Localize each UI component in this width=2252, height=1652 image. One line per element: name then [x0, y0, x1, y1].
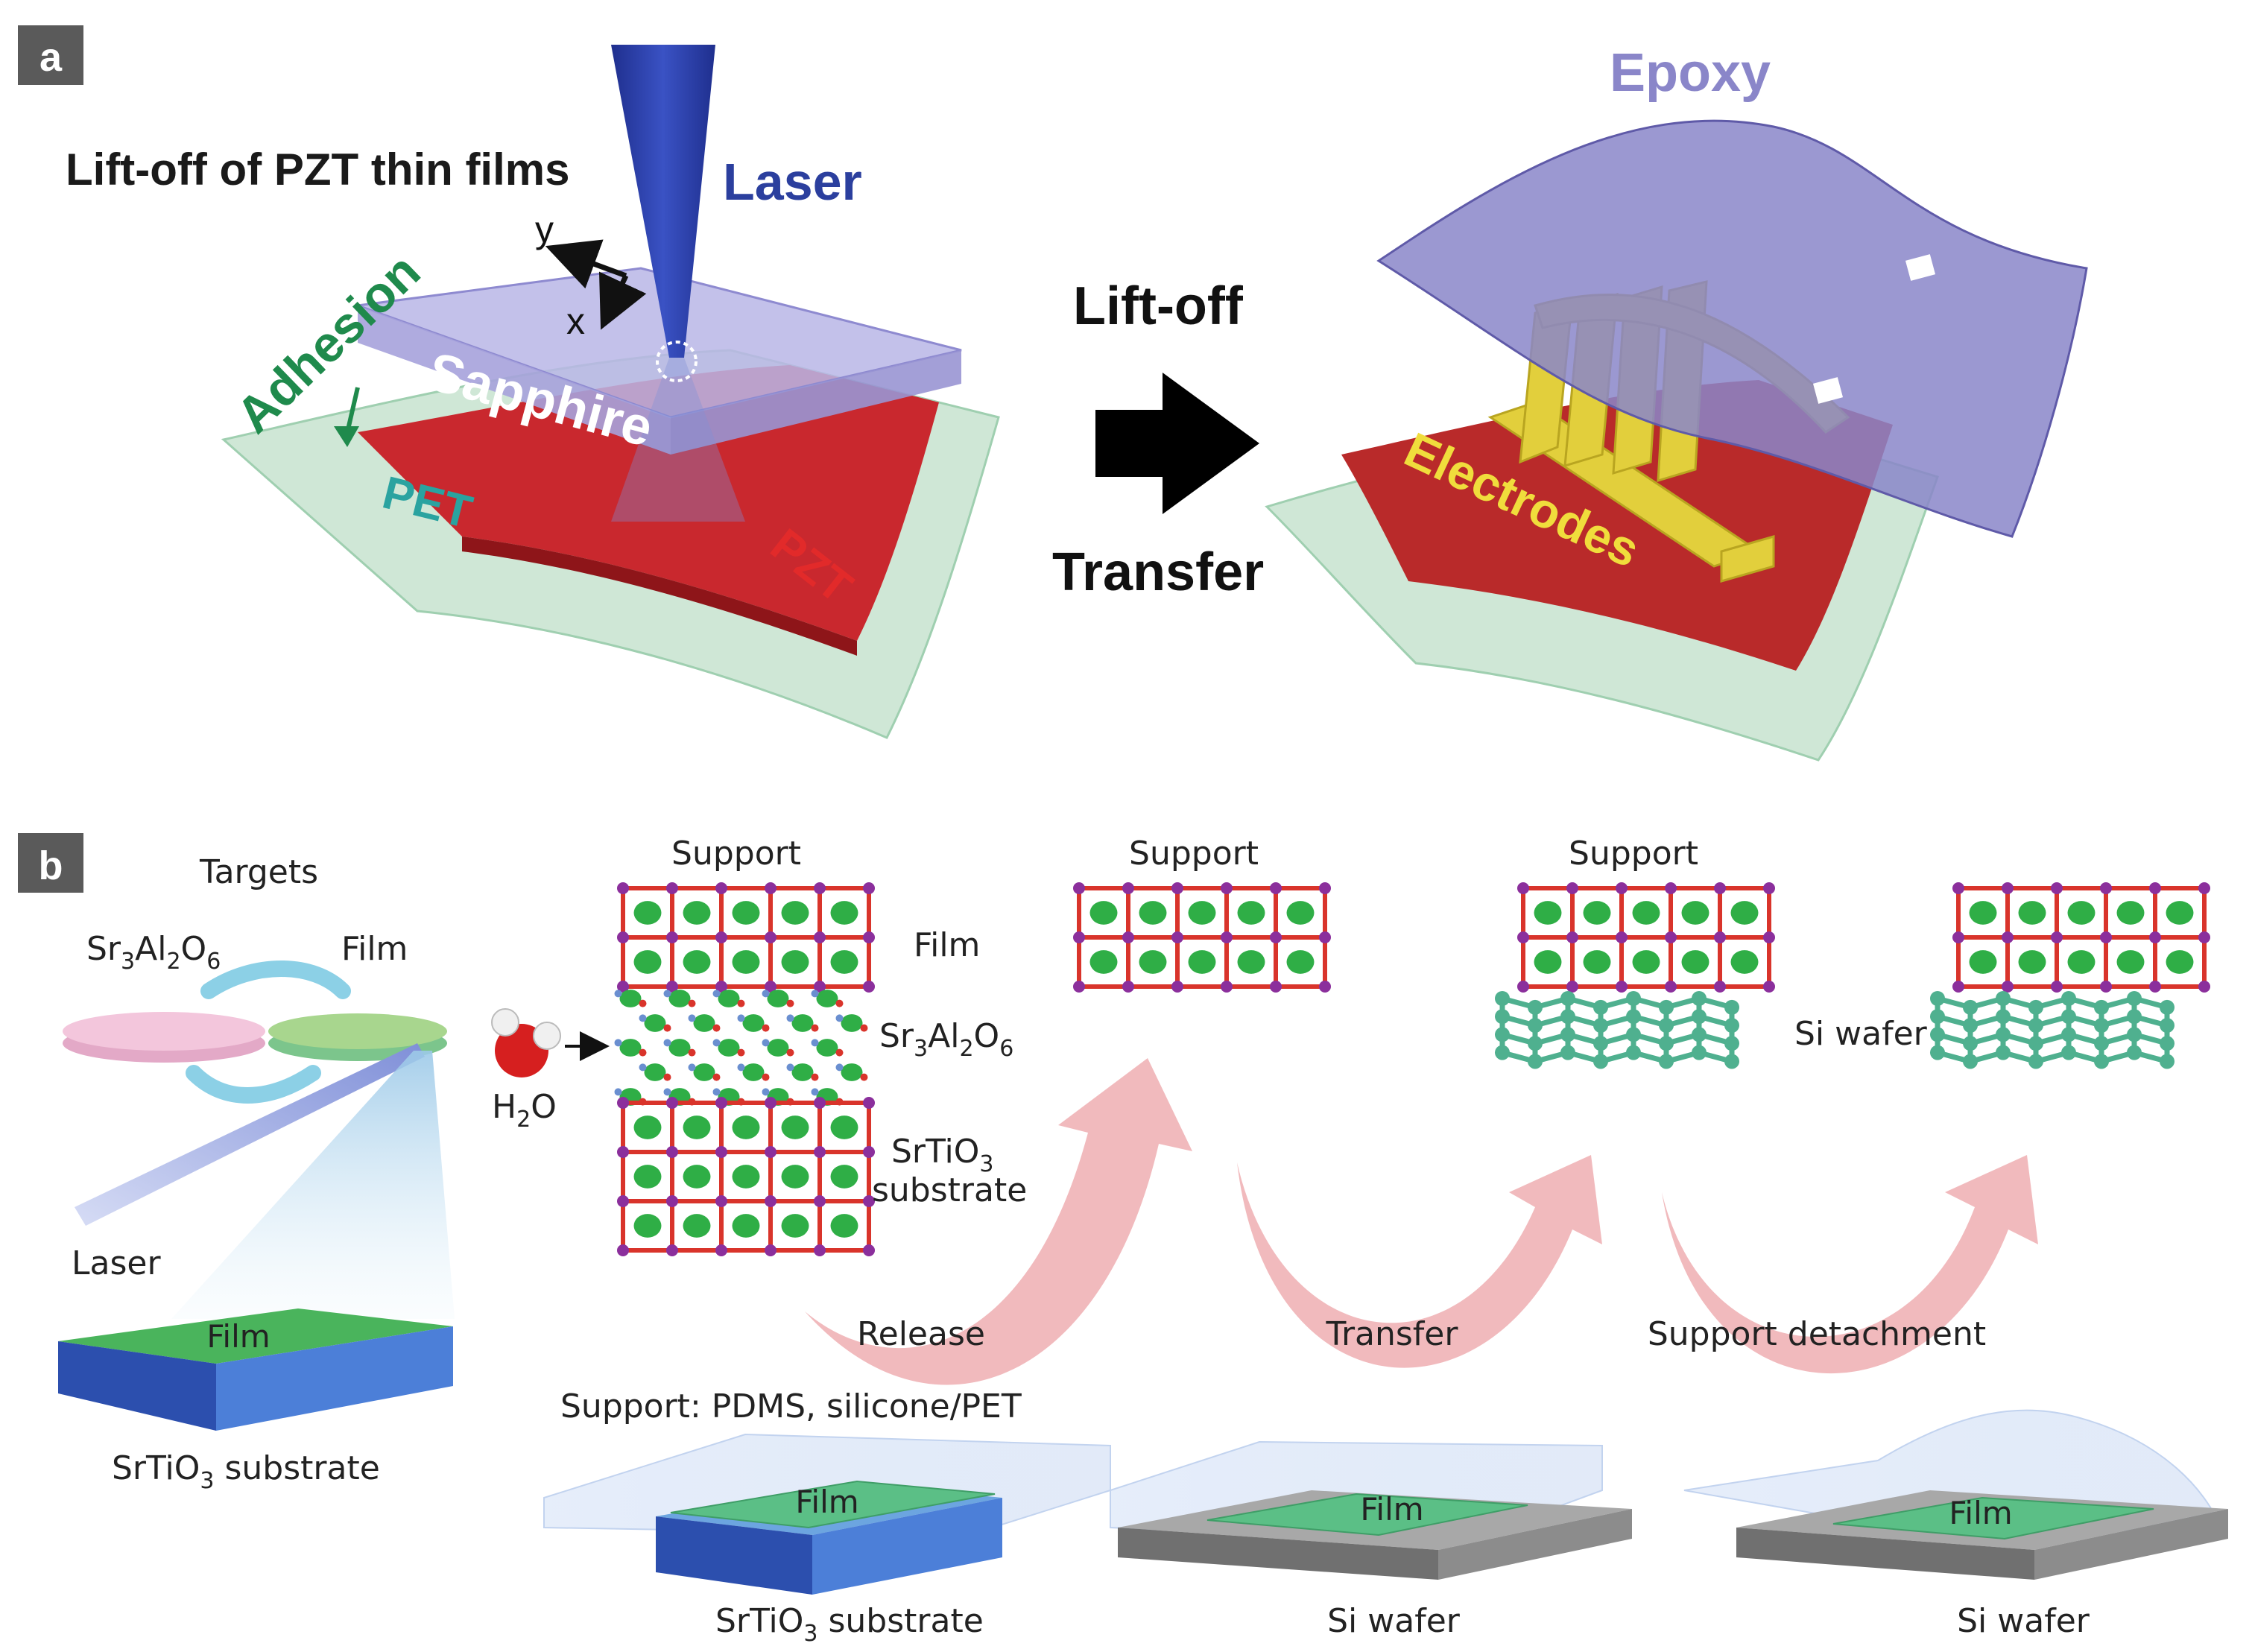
support-note: Support: PDMS, silicone/PET	[560, 1387, 1022, 1425]
sapphire-plate-front	[358, 306, 671, 455]
transfer-label-b: Transfer	[1326, 1315, 1459, 1353]
pzt-layer-edge	[462, 537, 857, 656]
bottom2-si-side	[1438, 1509, 1632, 1580]
stage4-film-lattice	[1952, 882, 2210, 993]
bottom3-si-side	[2034, 1509, 2228, 1580]
bottom1-film-label: Film	[795, 1484, 858, 1520]
panel-a-badge-bg	[18, 25, 83, 85]
release-arrow	[805, 1058, 1192, 1385]
laser-beam	[611, 45, 715, 358]
stack-film-lattice	[617, 882, 875, 993]
bottom2-label: Si wafer	[1327, 1602, 1461, 1640]
bottom1-sub-front	[656, 1516, 812, 1595]
rotation-arrow-bottom	[186, 1065, 321, 1104]
axis-y-label: y	[535, 209, 554, 250]
panel-a-title: Lift-off of PZT thin films	[66, 145, 570, 194]
epoxy-hole-1	[1905, 254, 1936, 281]
epoxy-hole-2	[1812, 377, 1844, 404]
liftoff-label: Lift-off	[1073, 276, 1244, 336]
transfer-label: Transfer	[1052, 542, 1264, 602]
bottom1-sub-label: SrTiO3 substrate	[715, 1602, 984, 1647]
detach-label: Support detachment	[1648, 1315, 1986, 1353]
stack-sao-label: Sr3Al2O6	[879, 1017, 1013, 1062]
bottom2-si-front	[1118, 1528, 1438, 1580]
axis-x-label: x	[566, 300, 585, 342]
substrate-front-left	[58, 1341, 216, 1431]
stack-sto-label: SrTiO3	[891, 1133, 994, 1177]
stage2-support-label: Support	[1129, 835, 1259, 873]
laser-spot	[656, 341, 698, 382]
substrate-side-left	[216, 1326, 453, 1431]
right-pzt-layer	[1341, 380, 1893, 671]
laser-cone	[611, 358, 745, 522]
stage3-si-lattice	[1495, 991, 1739, 1069]
pzt-layer	[358, 365, 939, 641]
stage3-film-lattice	[1517, 882, 1775, 993]
stack-sao-lattice	[614, 990, 868, 1106]
target-right-label: Film	[341, 930, 408, 968]
stack-film-label: Film	[914, 926, 980, 964]
film-on-substrate-label: Film	[206, 1318, 270, 1355]
stage3-support-label: Support	[1569, 835, 1698, 873]
stage4-si-lattice	[1930, 991, 2174, 1069]
bottom3-si-front	[1736, 1528, 2034, 1580]
panel-b-badge-bg	[18, 833, 83, 893]
laser-label-b: Laser	[72, 1244, 161, 1282]
bottom2-film-label: Film	[1360, 1491, 1423, 1528]
adhesion-arrowhead	[334, 426, 359, 447]
bottom1-sub-side	[812, 1498, 1002, 1595]
stack-support-label: Support	[671, 835, 801, 873]
panel-a-badge: a	[39, 35, 63, 80]
liftoff-arrow	[1095, 373, 1259, 514]
laser-label: Laser	[723, 153, 862, 211]
stack-sto-label-line2: substrate	[872, 1171, 1027, 1209]
bottom3-film-label: Film	[1949, 1495, 2012, 1531]
axis-y-line	[545, 239, 627, 289]
bottom3-label: Si wafer	[1957, 1602, 2090, 1640]
water-label: H2O	[492, 1088, 557, 1133]
targets-label: Targets	[199, 853, 318, 891]
target-disk-left	[63, 1012, 265, 1063]
stage2-film-lattice	[1073, 882, 1331, 993]
bottom3-film	[1832, 1496, 2154, 1540]
epoxy-sheet	[1376, 119, 2088, 538]
release-label: Release	[857, 1315, 985, 1353]
bottom1-film	[670, 1480, 996, 1529]
stage3-si-label: Si wafer	[1794, 1015, 1928, 1053]
rotation-arrow-top	[200, 960, 351, 999]
panel-b-badge: b	[39, 844, 63, 888]
sapphire-plate-side	[671, 350, 961, 455]
water-molecule	[491, 1008, 561, 1077]
target-left-label: Sr3Al2O6	[86, 930, 221, 975]
detach-arrow	[1662, 1155, 2038, 1374]
plume	[171, 1051, 455, 1319]
epoxy-label: Epoxy	[1610, 43, 1771, 103]
substrate-top-left	[58, 1308, 453, 1364]
panel-b: b Targets Sr3Al2O6 Film Laser Film SrTiO…	[18, 833, 2228, 1647]
transfer-arrow	[1237, 1155, 1602, 1368]
panel-a: a Lift-off of PZT thin films Laser y x A…	[18, 25, 2088, 762]
axis-x-line	[598, 271, 647, 330]
laser-beam-b	[75, 1043, 425, 1226]
bottom2-film	[1206, 1493, 1528, 1537]
stack-sto-lattice	[617, 1097, 875, 1256]
substrate-label-left: SrTiO3 substrate	[112, 1449, 380, 1494]
